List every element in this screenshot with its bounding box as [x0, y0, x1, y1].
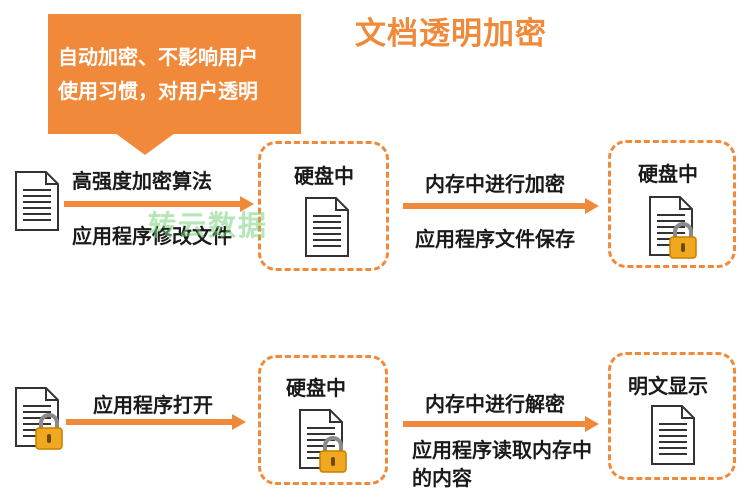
lock-icon — [318, 436, 348, 474]
callout-pointer — [115, 133, 175, 155]
row2-arrow2-top-label: 内存中进行解密 — [425, 392, 565, 416]
row1-arrow2 — [403, 198, 599, 214]
row2-arrow1 — [66, 414, 246, 430]
callout-text: 自动加密、不影响用户 使用习惯，对用户透明 — [58, 45, 258, 103]
document-icon — [14, 170, 60, 232]
diagram-title: 文档透明加密 — [355, 16, 547, 52]
row1-arrow2-top-label: 内存中进行加密 — [425, 172, 565, 196]
document-icon — [304, 196, 350, 258]
row1-arrow1-top-label: 高强度加密算法 — [72, 169, 212, 193]
row2-box1-label: 硬盘中 — [286, 376, 346, 400]
row1-arrow2-bottom-label: 应用程序文件保存 — [415, 227, 575, 251]
row1-box1-label: 硬盘中 — [294, 164, 354, 188]
row1-arrow1-bottom-label: 应用程序修改文件 — [72, 224, 232, 248]
row2-box2-label: 明文显示 — [628, 374, 708, 398]
row2-arrow2-bottom-label: 应用程序读取内存中的内容 — [412, 438, 592, 490]
row1-box2-label: 硬盘中 — [638, 162, 698, 186]
row2-arrow2 — [403, 416, 599, 432]
document-icon — [650, 404, 696, 466]
lock-icon — [34, 413, 64, 451]
row1-arrow1 — [64, 196, 254, 212]
callout-box — [48, 14, 301, 134]
lock-icon — [668, 222, 698, 260]
watermark-text: 转云数据 — [148, 209, 269, 242]
row2-arrow1-top-label: 应用程序打开 — [93, 393, 213, 417]
